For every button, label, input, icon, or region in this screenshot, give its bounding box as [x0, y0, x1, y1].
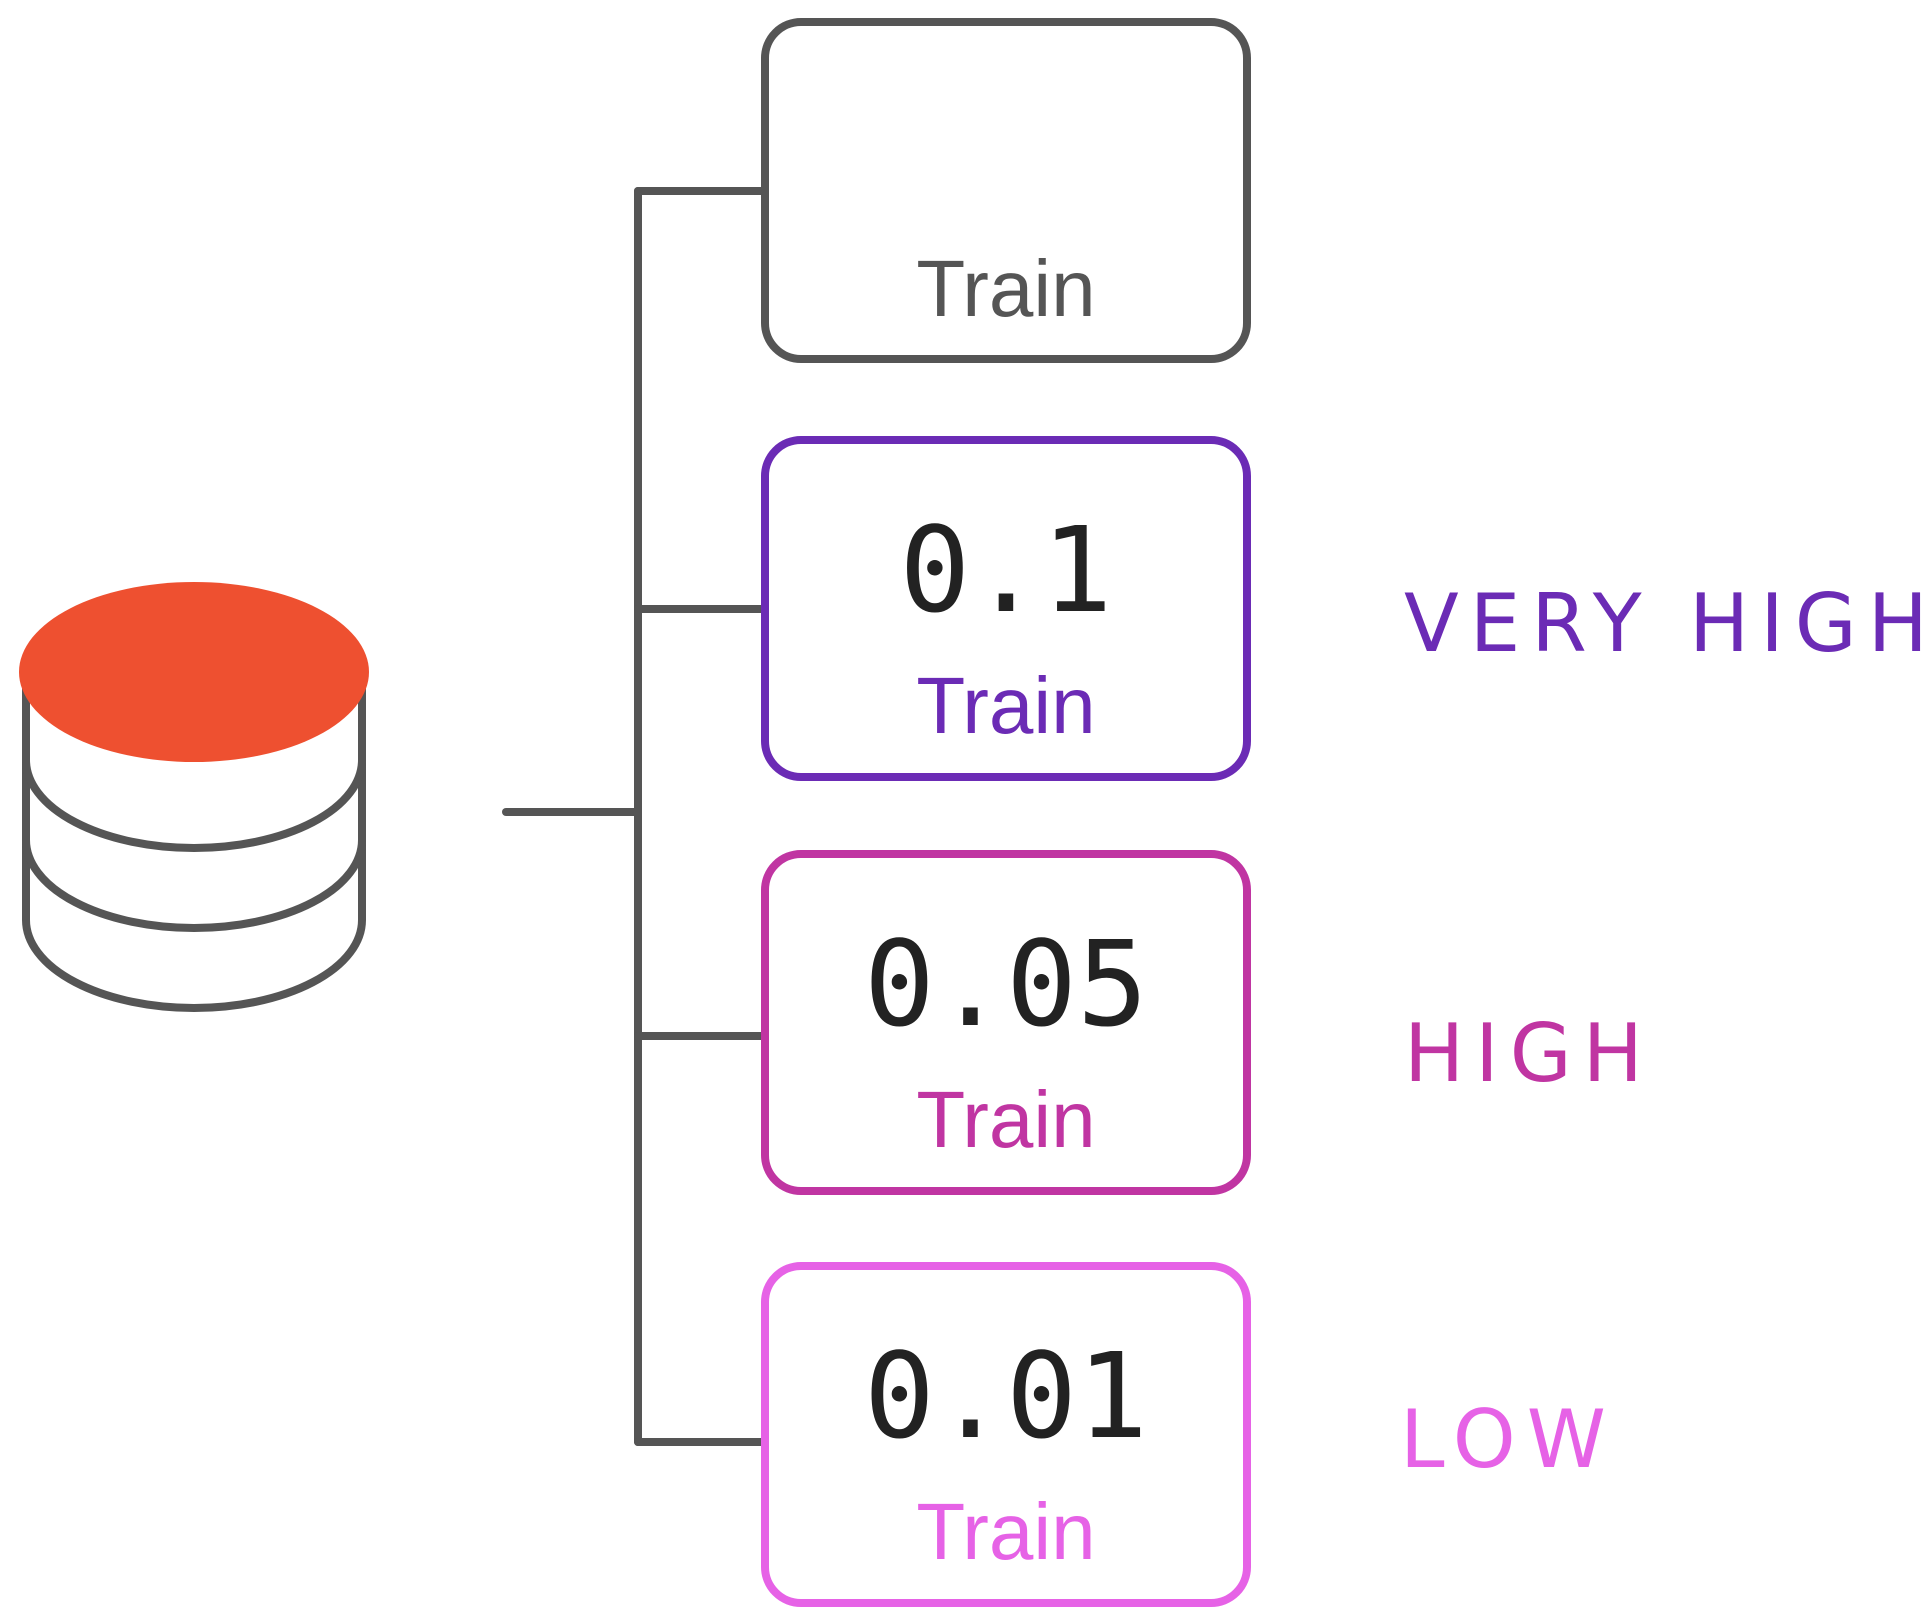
- train-box-1: Train: [761, 18, 1251, 363]
- database-icon: [19, 582, 369, 1012]
- train-box-4: 0.01 Train: [761, 1262, 1251, 1607]
- train-label: Train: [916, 1075, 1096, 1164]
- level-label-low: LOW: [1400, 1393, 1617, 1486]
- train-label: Train: [916, 244, 1096, 333]
- learning-rate-value: 0.01: [863, 1327, 1149, 1465]
- level-label-very-high: VERY HIGH: [1404, 577, 1931, 670]
- train-label: Train: [916, 661, 1096, 750]
- train-label: Train: [916, 1487, 1096, 1576]
- train-box-2: 0.1 Train: [761, 436, 1251, 781]
- level-label-high: HIGH: [1404, 1007, 1654, 1100]
- train-box-3: 0.05 Train: [761, 850, 1251, 1195]
- learning-rate-value: 0.1: [899, 501, 1113, 639]
- learning-rate-value: 0.05: [863, 915, 1149, 1053]
